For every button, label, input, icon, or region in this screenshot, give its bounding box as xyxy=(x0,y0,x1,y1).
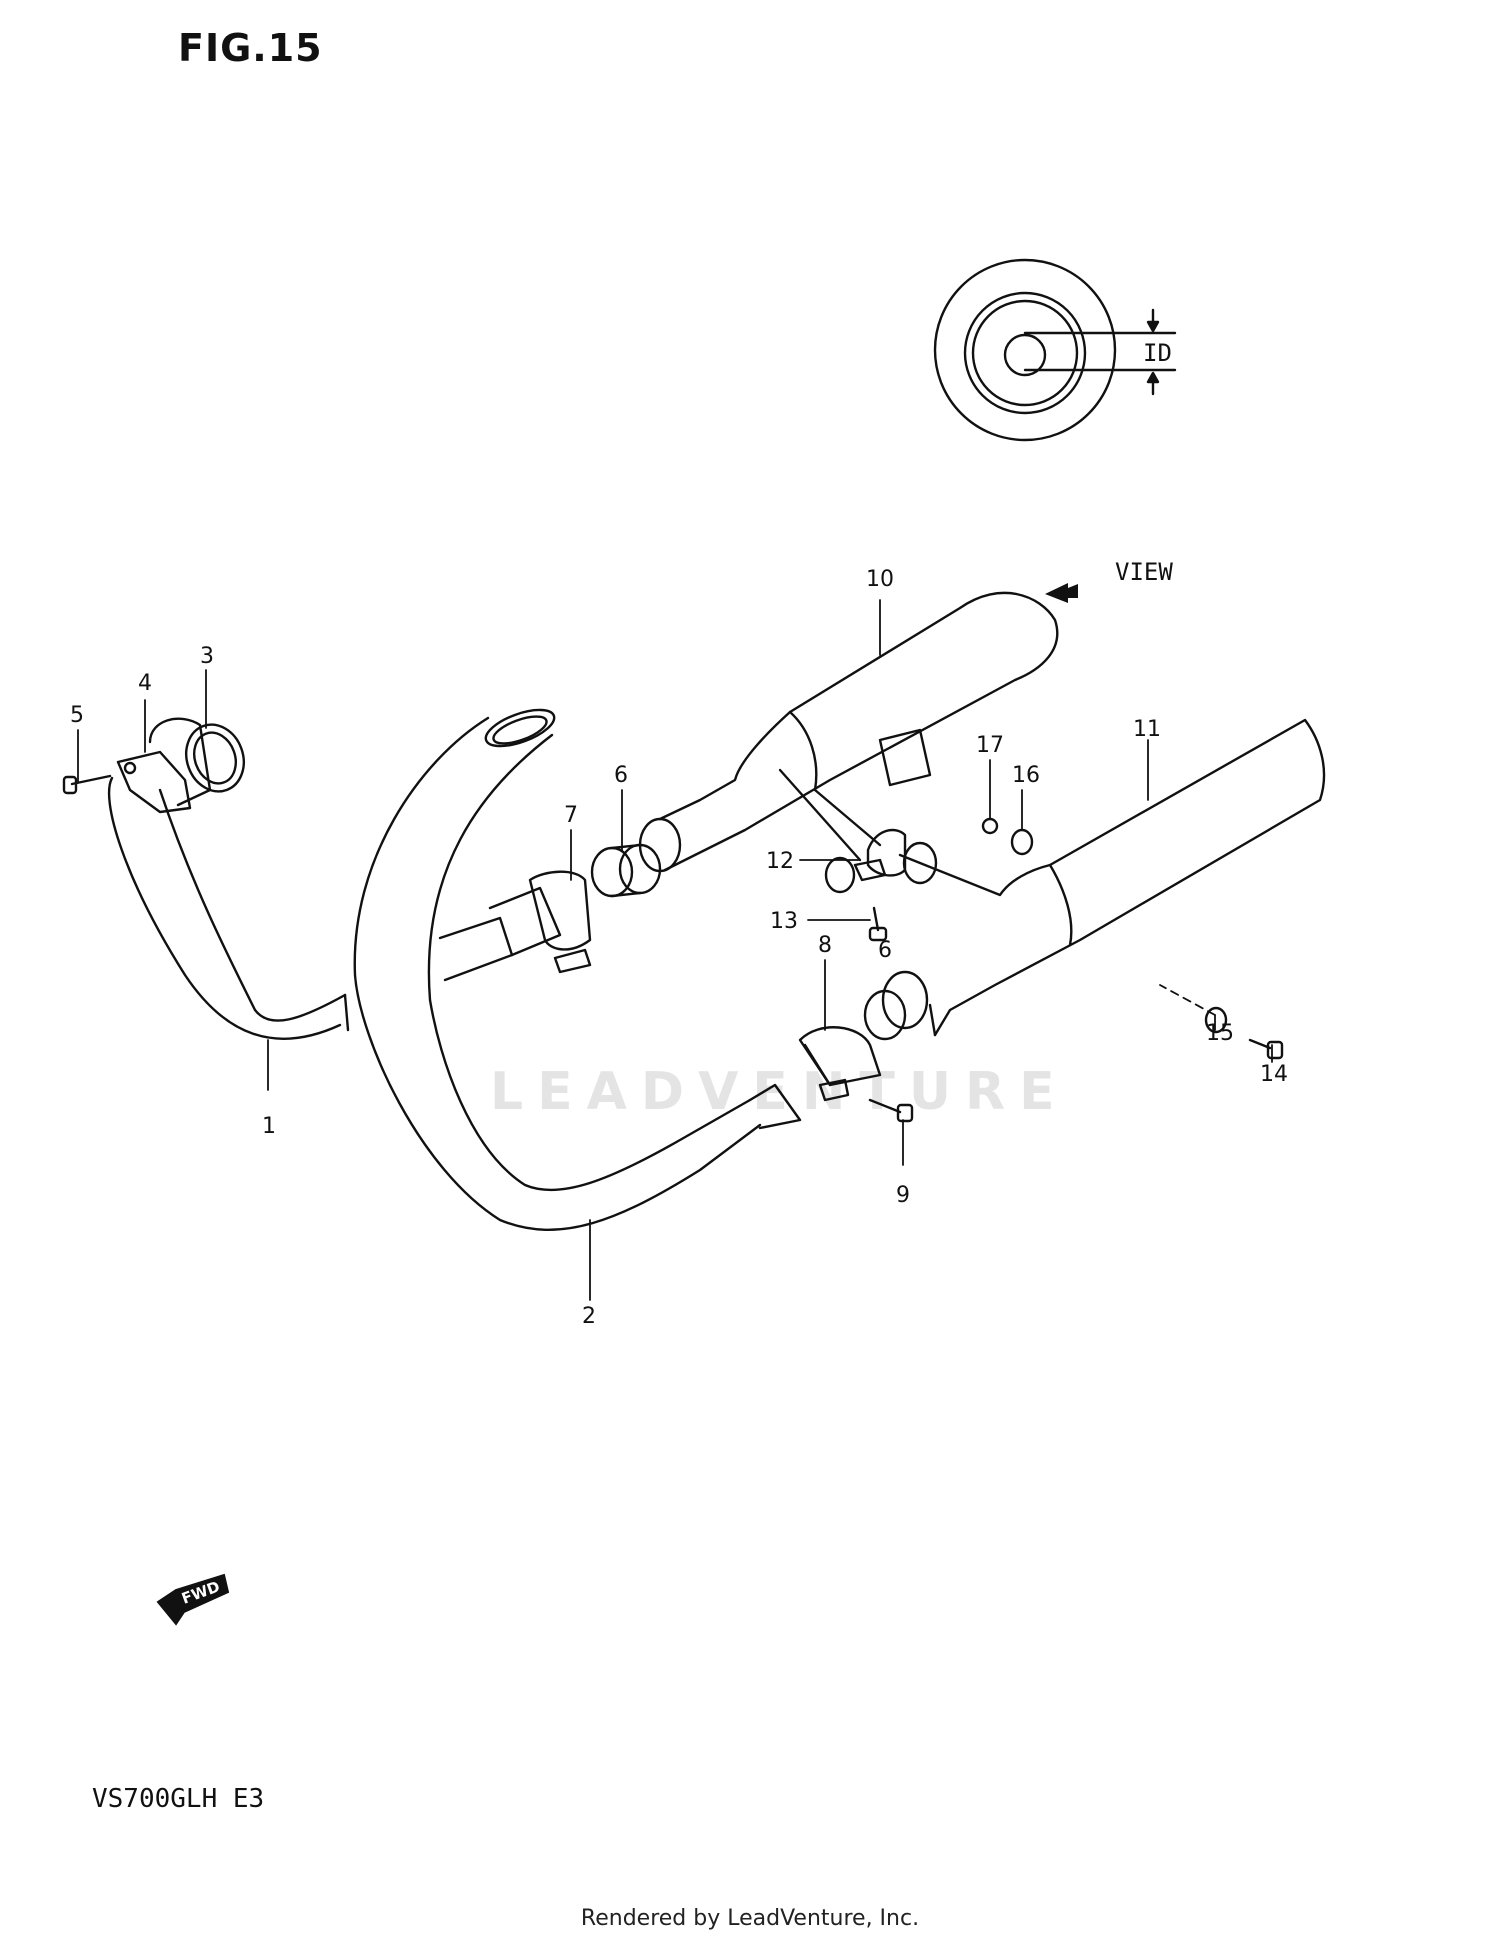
callout-3: 3 xyxy=(200,644,214,669)
view-arrow-icon xyxy=(1045,583,1078,603)
callout-4: 4 xyxy=(138,671,152,696)
bolt-9 xyxy=(868,1098,914,1123)
callout-17: 17 xyxy=(976,733,1004,758)
watermark: LEADVENTURE xyxy=(490,1062,1069,1122)
forward-direction-arrow: FWD xyxy=(156,1573,230,1626)
callout-14: 14 xyxy=(1260,1062,1288,1087)
callout-6-upper: 6 xyxy=(614,763,628,788)
callout-10: 10 xyxy=(866,567,894,592)
muffler-11 xyxy=(863,718,1326,1041)
front-exhaust-pipe xyxy=(62,717,350,1040)
inner-diameter-label: ID xyxy=(1143,339,1172,367)
callout-leaders xyxy=(77,599,1273,1301)
clamp-7 xyxy=(488,870,592,974)
muffler-10 xyxy=(638,591,1059,894)
callout-9: 9 xyxy=(896,1183,910,1208)
model-code: VS700GLH E3 xyxy=(92,1784,265,1814)
washer-16 xyxy=(1010,828,1034,856)
callout-1: 1 xyxy=(262,1114,276,1139)
callout-6-lower: 6 xyxy=(878,938,892,963)
nut-17 xyxy=(981,817,999,835)
clamp-12 xyxy=(853,828,907,882)
callout-7: 7 xyxy=(564,803,578,828)
footer-credit: Rendered by LeadVenture, Inc. xyxy=(580,1906,920,1931)
callout-16: 16 xyxy=(1012,763,1040,788)
figure-title: FIG.15 xyxy=(178,26,323,70)
callout-13: 13 xyxy=(770,909,798,934)
callout-numbers: 1 2 3 4 5 6 6 7 8 9 10 11 12 13 14 15 16… xyxy=(70,567,1288,1329)
connector-6-upper xyxy=(590,843,662,898)
bolt-14 xyxy=(1248,1038,1284,1060)
callout-2: 2 xyxy=(582,1304,596,1329)
callout-12: 12 xyxy=(766,849,794,874)
callout-8: 8 xyxy=(818,933,832,958)
muffler-end-view xyxy=(933,258,1177,442)
callout-15: 15 xyxy=(1206,1021,1234,1046)
washer-15 xyxy=(1204,1006,1228,1034)
callout-11: 11 xyxy=(1133,717,1161,742)
bolt-13 xyxy=(868,906,888,942)
view-label: VIEW xyxy=(1115,558,1173,586)
callout-5: 5 xyxy=(70,703,84,728)
clamp-8 xyxy=(798,1026,882,1102)
